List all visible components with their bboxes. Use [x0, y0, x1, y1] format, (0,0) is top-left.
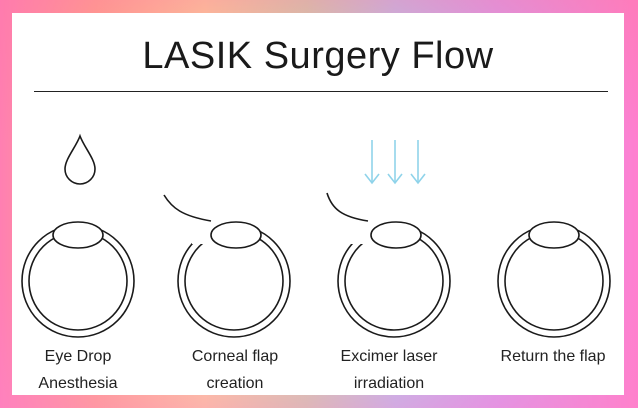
- lasik-diagram: [21, 133, 611, 338]
- eye-icon-step-4: [497, 221, 611, 338]
- eye-icon-step-3: [326, 192, 451, 338]
- page-title: LASIK Surgery Flow: [142, 35, 494, 77]
- eye-icon-step-1: [21, 221, 135, 338]
- step-2-line-2: creation: [206, 375, 264, 392]
- step-4-line-1: Return the flap: [500, 348, 606, 365]
- step-2-line-1: Corneal flap: [191, 348, 279, 365]
- step-label-1: Eye Drop Anesthesia: [3, 343, 153, 397]
- laser-arrows-icon: [364, 140, 426, 185]
- step-label-4: Return the flap: [478, 343, 628, 370]
- diagram-card: LASIK Surgery Flow: [12, 13, 624, 395]
- title-divider: [34, 91, 608, 92]
- step-3-line-1: Excimer laser: [340, 348, 438, 365]
- step-1-line-2: Anesthesia: [38, 375, 118, 392]
- step-3-line-2: irradiation: [353, 375, 425, 392]
- eye-icon-step-2: [177, 218, 291, 338]
- flap-cut-icon: [163, 194, 212, 222]
- step-label-2: Corneal flap creation: [160, 343, 310, 397]
- eye-drop-icon: [64, 133, 96, 185]
- step-label-3: Excimer laser irradiation: [314, 343, 464, 397]
- step-1-line-1: Eye Drop: [44, 348, 112, 365]
